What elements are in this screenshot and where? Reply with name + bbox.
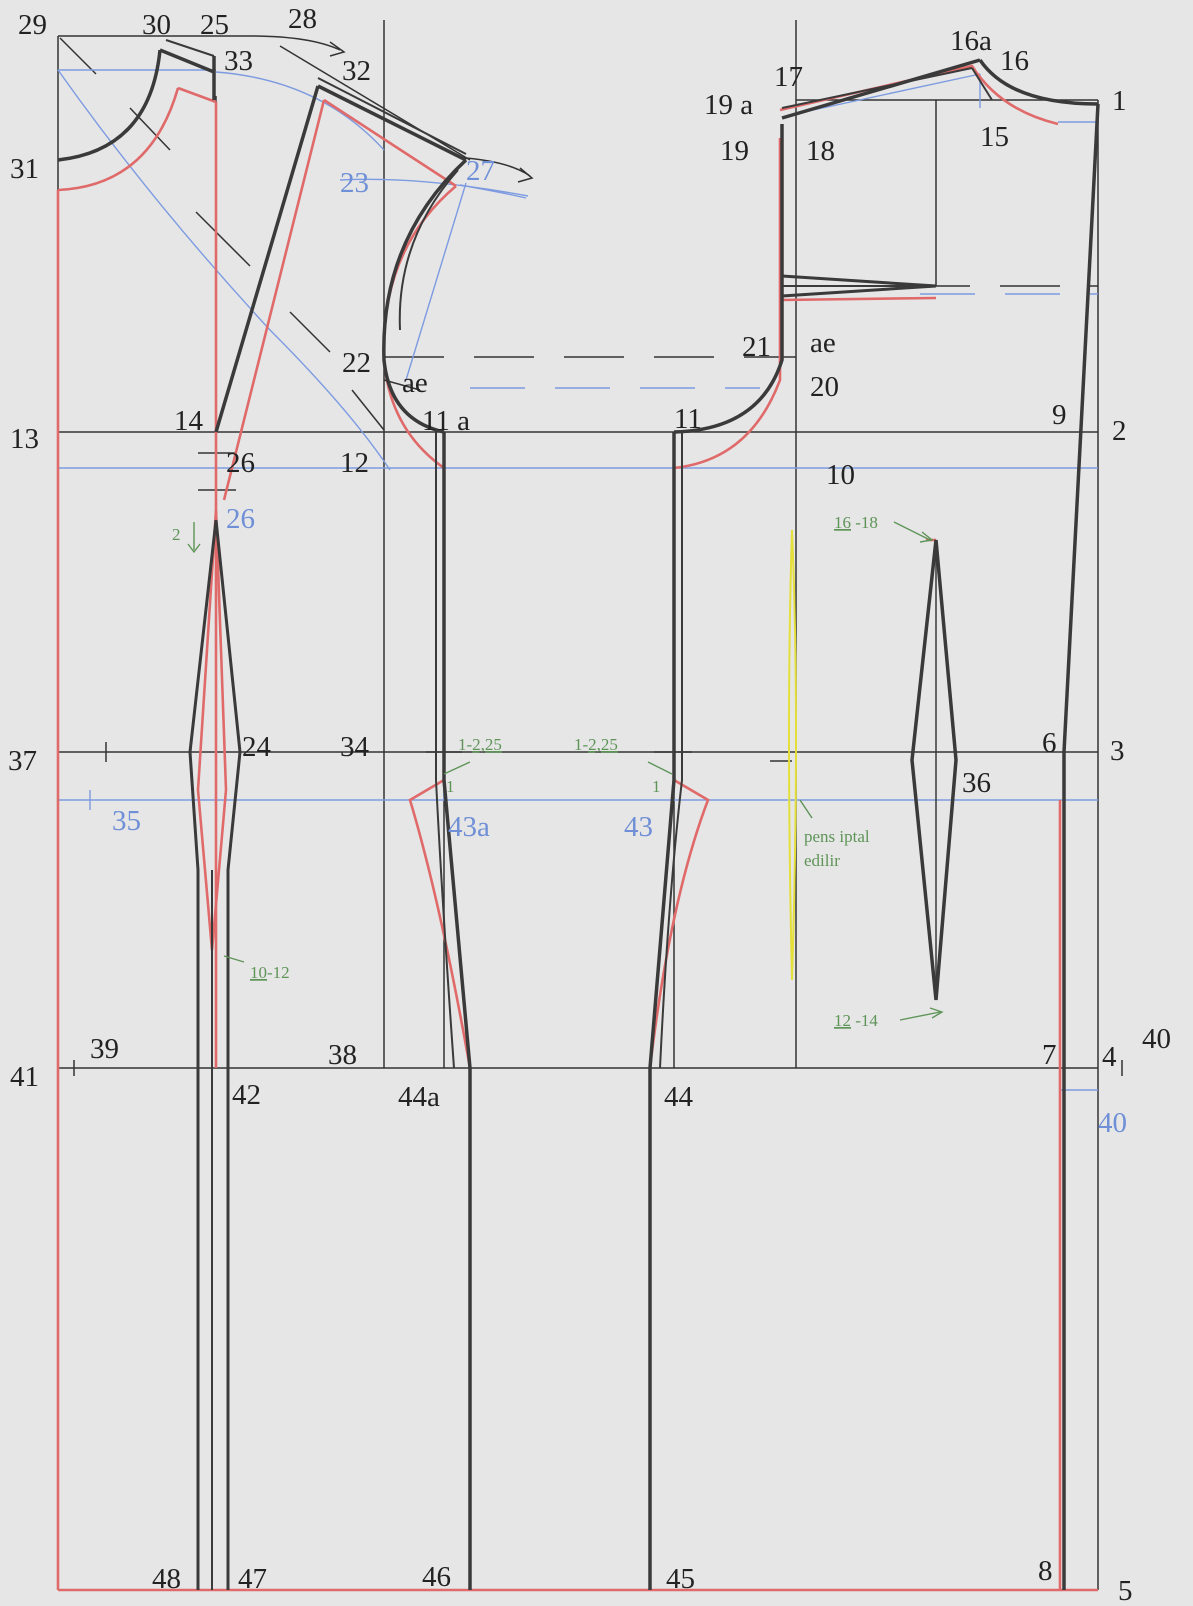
note-10-12: 10-12 xyxy=(250,963,290,982)
note-16-18: 16 -18 xyxy=(834,513,878,532)
label-19a: 19 a xyxy=(704,89,753,121)
label-30: 30 xyxy=(142,9,171,41)
label-ae-right: ae xyxy=(810,327,836,359)
label-16: 16 xyxy=(1000,45,1029,77)
label-47: 47 xyxy=(238,1563,267,1595)
label-22: 22 xyxy=(342,347,371,379)
label-29: 29 xyxy=(18,9,47,41)
note-2: 2 xyxy=(172,525,181,544)
label-18: 18 xyxy=(806,135,835,167)
label-39: 39 xyxy=(90,1033,119,1065)
label-45: 45 xyxy=(666,1563,695,1595)
note-labels: 2 10-12 16 -18 12 -14 1-2,25 1-2,25 1 1 … xyxy=(172,513,878,1030)
label-8: 8 xyxy=(1038,1555,1053,1587)
label-7: 7 xyxy=(1042,1039,1057,1071)
label-3: 3 xyxy=(1110,735,1125,767)
label-27: 27 xyxy=(466,155,495,187)
label-32: 32 xyxy=(342,55,371,87)
label-36: 36 xyxy=(962,767,991,799)
point-labels: 29 30 25 28 33 32 31 27 23 22 ae 11 a 12… xyxy=(8,3,1171,1606)
label-1: 1 xyxy=(1112,85,1127,117)
label-19: 19 xyxy=(720,135,749,167)
label-25: 25 xyxy=(200,9,229,41)
label-26: 26 xyxy=(226,447,255,479)
label-14: 14 xyxy=(174,405,204,437)
label-37: 37 xyxy=(8,745,37,777)
arrows xyxy=(249,35,534,391)
label-15: 15 xyxy=(980,121,1009,153)
label-9: 9 xyxy=(1052,399,1067,431)
label-28: 28 xyxy=(288,3,317,35)
label-40-blue: 40 xyxy=(1098,1107,1127,1139)
label-35: 35 xyxy=(112,805,141,837)
label-21: 21 xyxy=(742,331,771,363)
label-33: 33 xyxy=(224,45,253,77)
green-annotations xyxy=(187,521,944,1021)
note-12-14: 12 -14 xyxy=(834,1011,878,1030)
label-11a: 11 a xyxy=(422,405,470,437)
label-38: 38 xyxy=(328,1039,357,1071)
black-draft-lines xyxy=(57,39,1100,1590)
label-17: 17 xyxy=(774,61,803,93)
label-4: 4 xyxy=(1102,1041,1117,1073)
label-5: 5 xyxy=(1118,1575,1133,1606)
label-24: 24 xyxy=(242,731,272,763)
label-48: 48 xyxy=(152,1563,181,1595)
label-16a: 16a xyxy=(950,25,992,57)
label-26-blue: 26 xyxy=(226,503,255,535)
label-12: 12 xyxy=(340,447,369,479)
label-23: 23 xyxy=(340,167,369,199)
note-pens-line2: edilir xyxy=(804,851,840,870)
label-46: 46 xyxy=(422,1561,451,1593)
note-1-2-25-right: 1-2,25 xyxy=(574,735,618,754)
label-2: 2 xyxy=(1112,415,1127,447)
note-pens-line1: pens iptal xyxy=(804,827,870,846)
label-6: 6 xyxy=(1042,727,1057,759)
label-40: 40 xyxy=(1142,1023,1171,1055)
label-34: 34 xyxy=(340,731,370,763)
note-one-right: 1 xyxy=(652,777,661,796)
label-20: 20 xyxy=(810,371,839,403)
cancelled-dart xyxy=(788,529,797,981)
note-1-2-25-left: 1-2,25 xyxy=(458,735,502,754)
label-43a: 43a xyxy=(448,811,490,843)
label-10: 10 xyxy=(826,459,855,491)
note-one-left: 1 xyxy=(446,777,455,796)
label-43: 43 xyxy=(624,811,653,843)
label-ae-left: ae xyxy=(402,367,428,399)
label-44a: 44a xyxy=(398,1081,440,1113)
label-41: 41 xyxy=(10,1061,39,1093)
label-31: 31 xyxy=(10,153,39,185)
label-44: 44 xyxy=(664,1081,694,1113)
label-13: 13 xyxy=(10,423,39,455)
label-11: 11 xyxy=(674,403,702,435)
construction-lines xyxy=(57,20,1123,1591)
label-42: 42 xyxy=(232,1079,261,1111)
